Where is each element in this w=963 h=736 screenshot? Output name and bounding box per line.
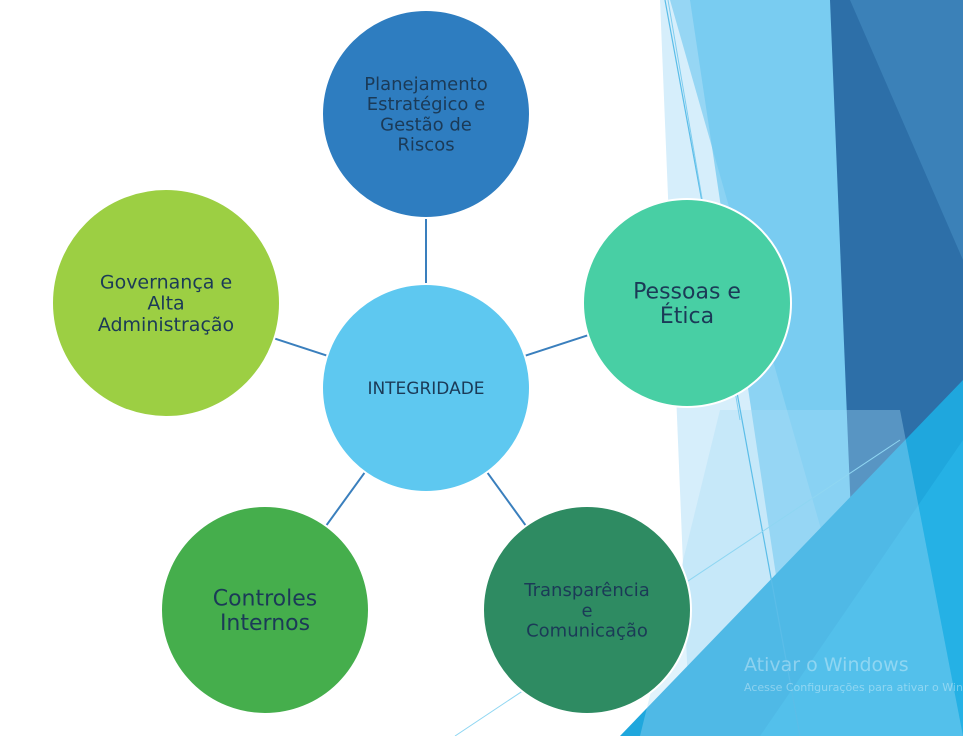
connector-pessoas [522,333,591,358]
connector-transparencia [485,469,528,529]
bg-facet-steel [850,0,963,260]
windows-activation-title: Ativar o Windows [744,654,909,676]
node-integridade: INTEGRIDADE [321,283,531,493]
node-controles-circle [160,505,370,715]
node-controles-label-line: Controles [213,586,318,611]
node-integridade-label-line: INTEGRIDADE [367,379,484,399]
node-controles-label-line: Internos [220,611,310,636]
node-transparencia-label-line: e [581,600,592,621]
node-planejamento-circle [321,9,531,219]
node-governanca-circle [51,188,281,418]
node-transparencia-circle [482,505,692,715]
node-governanca-label-line: Alta [147,293,184,315]
node-pessoas-label-line: Pessoas e [633,279,741,304]
node-transparencia-label-line: Transparência [523,580,649,601]
node-transparencia-label-line: Comunicação [526,620,648,641]
node-governanca-label-line: Administração [98,314,234,336]
node-pessoas-circle [582,198,792,408]
node-integridade-circle [321,283,531,493]
node-planejamento-label-line: Riscos [397,135,454,156]
node-pessoas-label-line: Ética [660,303,714,329]
connectors [272,216,591,529]
connector-governanca [272,336,330,358]
node-planejamento-label-line: Gestão de [380,114,472,135]
node-planejamento-label-line: Planejamento [364,74,488,95]
windows-activation-subtitle: Acesse Configurações para ativar o Windo… [744,681,963,694]
connector-controles [324,469,367,529]
node-planejamento-label-line: Estratégico e [367,94,486,115]
node-governanca-label-line: Governança e [100,271,232,293]
bg-facet-pale [640,410,963,736]
bg-facet-bright-2 [760,440,963,736]
